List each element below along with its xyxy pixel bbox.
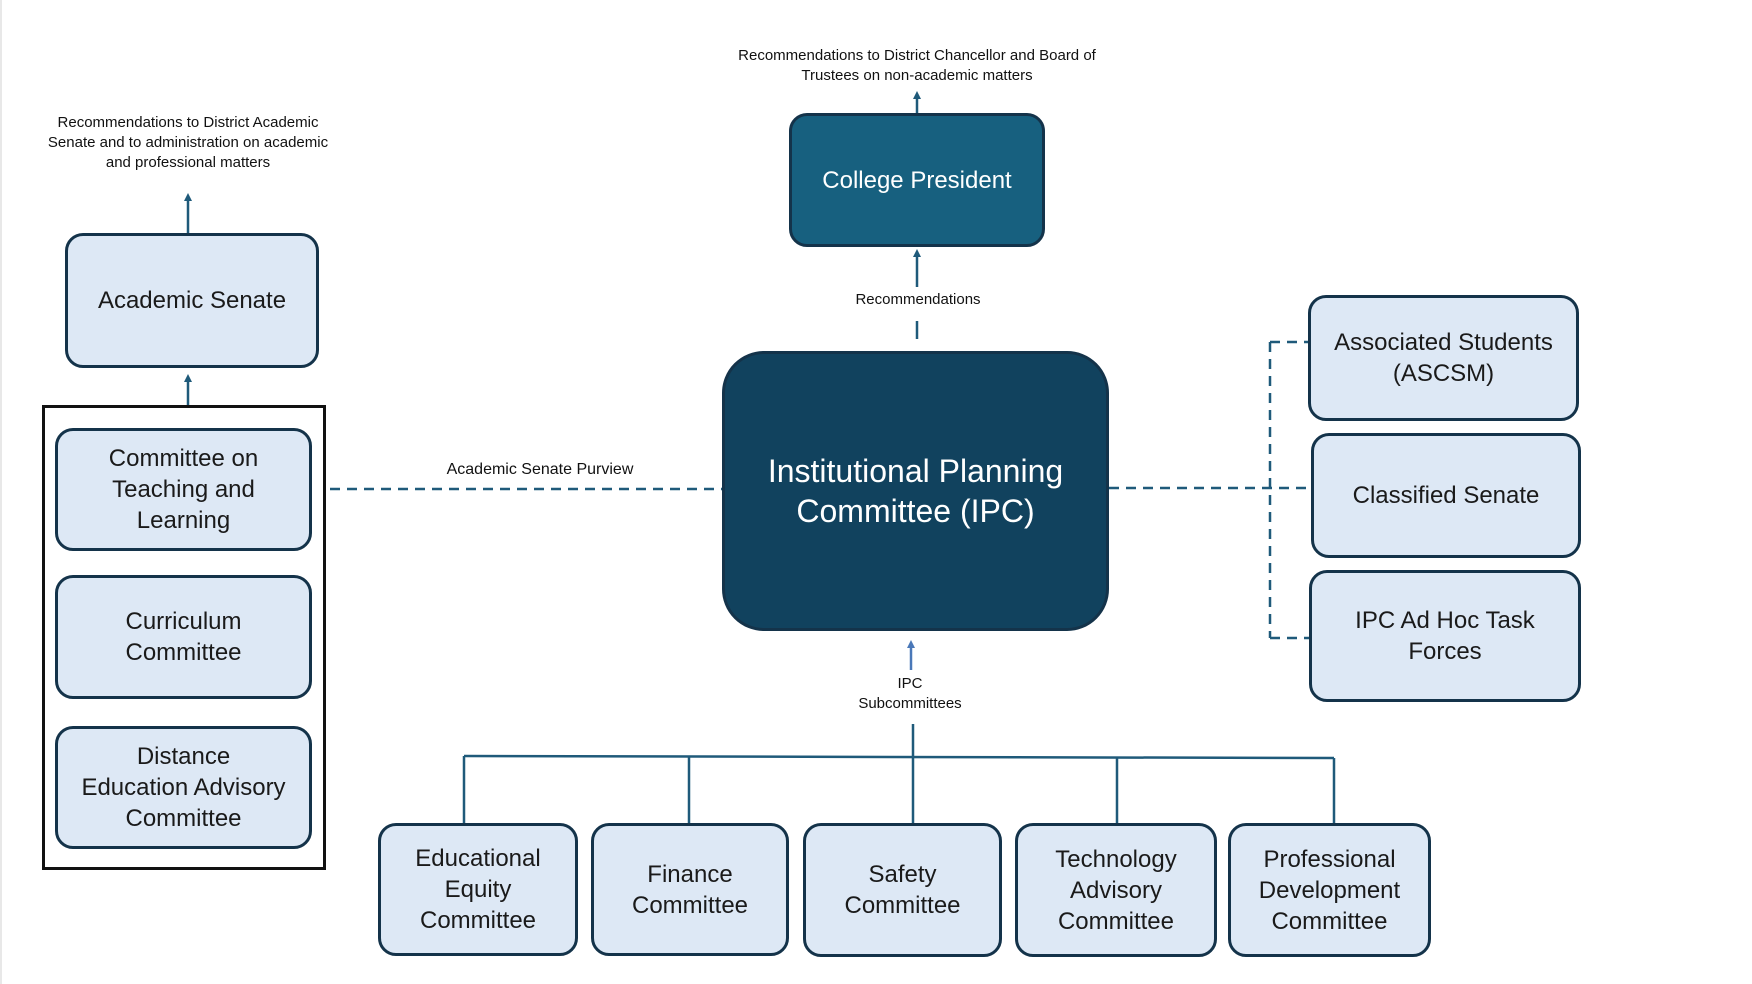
- educational-equity-box: Educational Equity Committee: [378, 823, 578, 956]
- curriculum-committee-box: Curriculum Committee: [55, 575, 312, 699]
- ipc-box: Institutional Planning Committee (IPC): [722, 351, 1109, 631]
- committee-teaching-learning-box: Committee on Teaching and Learning: [55, 428, 312, 551]
- academic-recommendations-label: Recommendations to District Academic Sen…: [47, 114, 329, 171]
- subcommittees-bus: [463, 754, 1335, 760]
- safety-committee-box: Safety Committee: [803, 823, 1002, 957]
- college-president-box: College President: [789, 113, 1045, 247]
- technology-advisory-box: Technology Advisory Committee: [1015, 823, 1217, 957]
- district-recommendations-label: Recommendations to District Chancellor a…: [738, 47, 1096, 84]
- academic-purview-label: Academic Senate Purview: [446, 461, 634, 478]
- associated-students-box: Associated Students (ASCSM): [1308, 295, 1579, 421]
- classified-senate-box: Classified Senate: [1311, 433, 1581, 558]
- recommendations-label: Recommendations: [855, 291, 981, 308]
- ipc-subcommittees-label: IPC Subcommittees: [858, 675, 962, 712]
- page-edge: [0, 0, 2, 984]
- professional-development-box: Professional Development Committee: [1228, 823, 1431, 957]
- finance-committee-box: Finance Committee: [591, 823, 789, 956]
- distance-education-committee-box: Distance Education Advisory Committee: [55, 726, 312, 849]
- senate-committees-frame: [42, 405, 326, 870]
- ipc-ad-hoc-box: IPC Ad Hoc Task Forces: [1309, 570, 1581, 702]
- academic-senate-box: Academic Senate: [65, 233, 319, 368]
